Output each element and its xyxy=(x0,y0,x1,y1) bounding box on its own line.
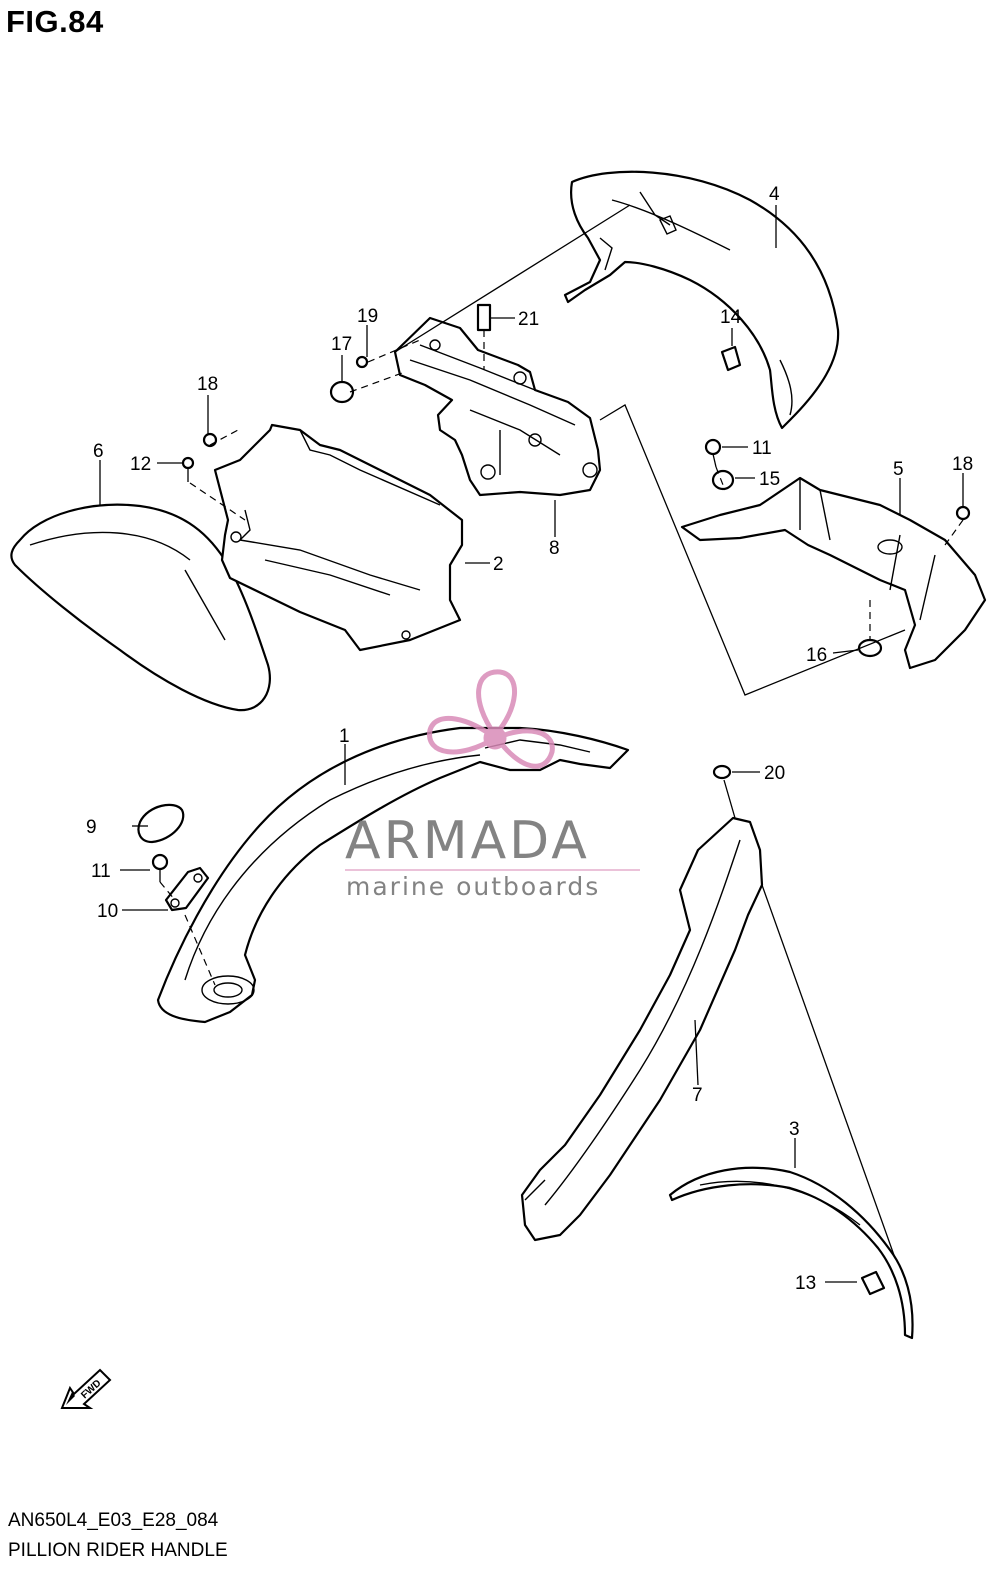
callout-4: 4 xyxy=(769,184,780,205)
propeller-logo-icon xyxy=(427,669,555,769)
part-10-plate xyxy=(164,866,210,912)
callout-18-right: 18 xyxy=(952,454,973,475)
callout-16: 16 xyxy=(806,645,827,666)
callout-11-left: 11 xyxy=(91,861,111,882)
part-4-rear-cover xyxy=(563,170,840,430)
part-8-bracket-frame xyxy=(393,316,602,497)
figure-title: FIG.84 xyxy=(6,4,104,39)
callout-21: 21 xyxy=(518,309,539,330)
diagram-code: AN650L4_E03_E28_084 xyxy=(8,1510,219,1531)
callout-13: 13 xyxy=(795,1273,816,1294)
callout-20: 20 xyxy=(764,763,785,784)
part-1-pillion-handle xyxy=(156,726,630,1024)
callout-7: 7 xyxy=(692,1085,703,1106)
callout-15: 15 xyxy=(759,469,780,490)
callout-8: 8 xyxy=(549,538,560,559)
callout-17: 17 xyxy=(331,334,352,355)
part-3-side-rail xyxy=(668,1166,914,1340)
part-6-tail-cover xyxy=(10,503,271,712)
fwd-arrow-icon: FWD xyxy=(60,1368,112,1409)
watermark-tagline: marine outboards xyxy=(346,872,600,901)
callout-6: 6 xyxy=(93,441,104,462)
part-9-cap xyxy=(137,803,185,844)
leader-lines xyxy=(99,205,964,1283)
assembly-lines xyxy=(159,204,964,1259)
part-5-lower-cover xyxy=(680,476,987,670)
watermark-brand: ARMADA xyxy=(345,811,590,871)
part-2-bracket xyxy=(213,423,464,652)
callout-19: 19 xyxy=(357,306,378,327)
small-parts xyxy=(137,303,971,1296)
callout-labels: 4 6 2 5 8 1 7 3 9 11 11 10 12 13 14 15 1… xyxy=(86,184,973,1294)
callout-5: 5 xyxy=(893,459,904,480)
callout-2: 2 xyxy=(493,554,504,575)
callout-18-left: 18 xyxy=(197,374,218,395)
callout-1: 1 xyxy=(339,726,350,747)
callout-11-right: 11 xyxy=(752,438,772,459)
callout-9: 9 xyxy=(86,817,97,838)
callout-10: 10 xyxy=(97,901,118,922)
part-7-side-handle xyxy=(520,816,764,1242)
callout-14: 14 xyxy=(720,307,742,328)
diagram-name: PILLION RIDER HANDLE xyxy=(8,1540,228,1561)
callout-12: 12 xyxy=(130,454,151,475)
callout-3: 3 xyxy=(789,1119,800,1140)
watermark: ARMADA marine outboards xyxy=(345,669,640,901)
